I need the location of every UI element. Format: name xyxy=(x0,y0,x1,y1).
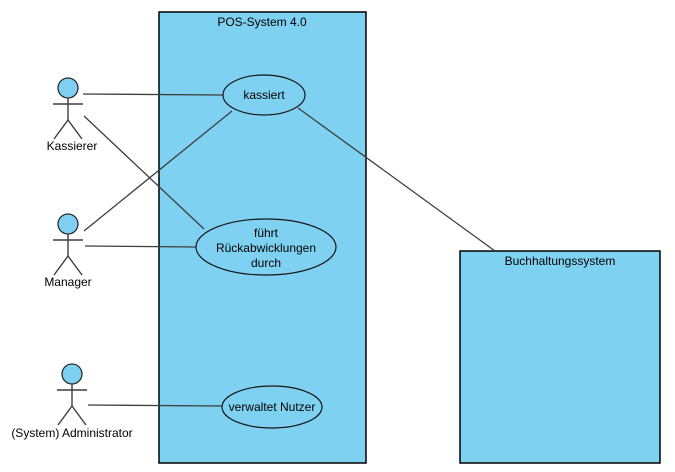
system-node-buchhaltungssystem[interactable]: Buchhaltungssystem xyxy=(459,250,661,464)
actor-kassierer-head xyxy=(57,77,79,99)
actor-system-administrator-right-leg xyxy=(71,405,87,426)
use-case-fuehrt-rueckabwicklungen-durch-ellipse[interactable] xyxy=(195,218,337,276)
associations xyxy=(82,93,496,407)
use-case-kassiert-ellipse[interactable] xyxy=(222,74,306,116)
association-administrator-verwaltet-nutzer xyxy=(87,404,223,407)
association-kassiert-buchhaltungssystem xyxy=(297,107,496,252)
actor-system-administrator-left-leg xyxy=(57,405,73,426)
actor-system-administrator-head xyxy=(61,363,83,385)
system-node-buchhaltungssystem-rect[interactable] xyxy=(459,250,661,464)
use-case-fuehrt-label-line-1: führt xyxy=(254,226,279,240)
use-case-fuehrt-label-line-2: Rückabwicklungen xyxy=(216,241,316,255)
actor-kassierer-right-leg xyxy=(67,119,83,140)
actor-system-administrator-label: (System) Administrator xyxy=(11,426,132,440)
actor-manager[interactable]: Manager xyxy=(44,213,92,289)
association-manager-kassiert xyxy=(83,110,233,232)
system-boundary-pos-title: POS-System 4.0 xyxy=(217,15,307,29)
use-case-verwaltet-nutzer-ellipse[interactable] xyxy=(221,385,323,429)
actor-manager-label: Manager xyxy=(44,275,91,289)
use-case-fuehrt-label-line-3: durch xyxy=(251,256,281,270)
use-case-verwaltet-nutzer[interactable]: verwaltet Nutzer xyxy=(221,385,323,429)
actor-system-administrator[interactable]: (System) Administrator xyxy=(11,363,133,440)
use-case-fuehrt-rueckabwicklungen-durch[interactable]: führt Rückabwicklungen durch xyxy=(195,218,337,276)
use-case-kassiert[interactable]: kassiert xyxy=(222,74,306,116)
actor-manager-right-leg xyxy=(67,255,83,276)
association-kassierer-fuehrt-rueckabwicklungen-durch xyxy=(83,115,205,230)
actor-kassierer-label: Kassierer xyxy=(47,139,98,153)
association-manager-fuehrt-rueckabwicklungen-durch xyxy=(84,245,198,248)
association-kassierer-kassiert xyxy=(82,93,224,96)
use-case-kassiert-label: kassiert xyxy=(243,88,285,102)
actor-kassierer-left-leg xyxy=(53,119,69,140)
actor-manager-left-leg xyxy=(53,255,69,276)
system-node-buchhaltungssystem-title: Buchhaltungssystem xyxy=(505,254,616,268)
use-case-verwaltet-nutzer-label: verwaltet Nutzer xyxy=(229,400,316,414)
actor-kassierer[interactable]: Kassierer xyxy=(47,77,98,153)
actor-manager-head xyxy=(57,213,79,235)
